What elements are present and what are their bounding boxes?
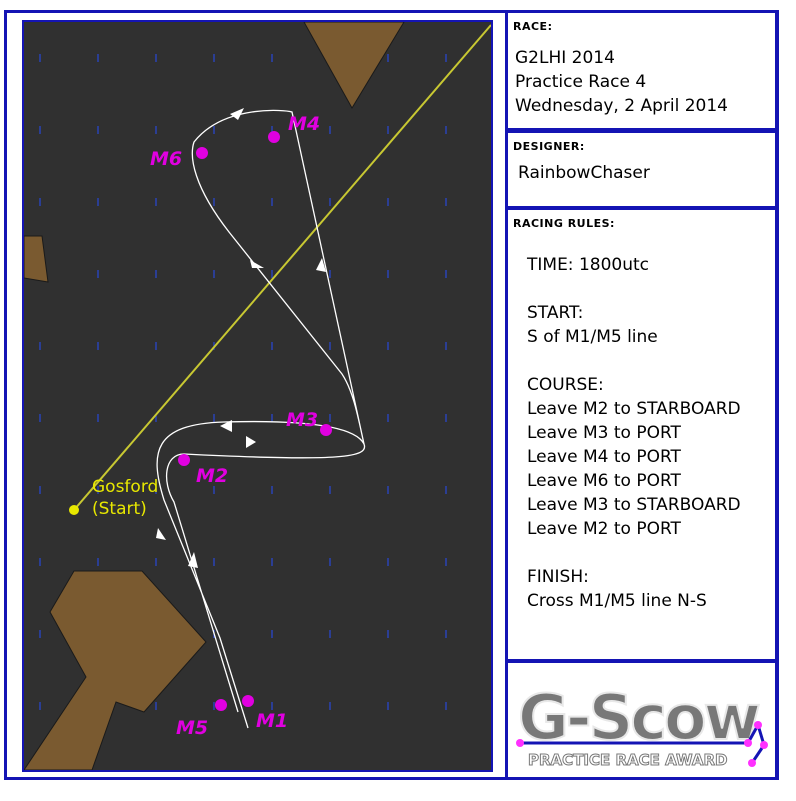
race-details: G2LHI 2014 Practice Race 4 Wednesday, 2 … xyxy=(515,46,728,118)
land-north xyxy=(303,22,405,109)
mark-m2-label: M2 xyxy=(196,465,228,487)
race-date: Wednesday, 2 April 2014 xyxy=(515,96,728,116)
award-panel: G-Scow PRACTICE RACE AWARD xyxy=(505,660,778,780)
race-map[interactable]: Gosford (Start) M1 M2 M3 M4 M5 M6 xyxy=(22,20,493,772)
mark-m3[interactable]: M3 xyxy=(286,409,332,436)
start-line xyxy=(73,24,491,511)
rules-course-step: Leave M2 to PORT xyxy=(527,519,681,539)
rules-heading: RACING RULES: xyxy=(513,217,615,230)
land-west xyxy=(24,235,49,283)
rules-time: TIME: 1800utc xyxy=(527,255,649,275)
mark-m1-label: M1 xyxy=(256,710,288,732)
mark-m1[interactable]: M1 xyxy=(242,695,288,732)
race-heading: RACE: xyxy=(513,20,553,33)
designer-heading: DESIGNER: xyxy=(513,140,585,153)
rules-course-step: Leave M3 to PORT xyxy=(527,423,681,443)
rules-start-text: S of M1/M5 line xyxy=(527,327,658,347)
mark-m4[interactable]: M4 xyxy=(268,113,320,143)
rules-course-title: COURSE: xyxy=(527,375,604,395)
award-subtitle: PRACTICE RACE AWARD xyxy=(528,751,728,769)
mark-m5-label: M5 xyxy=(176,717,208,739)
mark-m5-dot[interactable] xyxy=(215,699,227,711)
mark-m2[interactable]: M2 xyxy=(178,454,228,487)
mark-m4-label: M4 xyxy=(288,113,320,135)
gscow-award-logo: G-Scow PRACTICE RACE AWARD xyxy=(516,680,768,770)
start-place-name: Gosford xyxy=(92,477,158,497)
start-place-note: (Start) xyxy=(92,499,147,519)
race-panel: RACE: G2LHI 2014 Practice Race 4 Wednesd… xyxy=(505,10,778,131)
route-direction-arrows xyxy=(156,108,326,568)
race-route xyxy=(156,420,366,729)
racing-rules-panel: RACING RULES: TIME: 1800utc START: S of … xyxy=(505,207,778,662)
rules-course-step: Leave M6 to PORT xyxy=(527,471,681,491)
race-route-north-leg xyxy=(191,109,365,445)
mark-m5[interactable]: M5 xyxy=(176,699,227,739)
mark-m6-label: M6 xyxy=(150,148,182,170)
rules-course-step: Leave M2 to STARBOARD xyxy=(527,399,741,419)
rules-course-step: Leave M3 to STARBOARD xyxy=(527,495,741,515)
mark-m3-dot[interactable] xyxy=(320,424,332,436)
designer-name: RainbowChaser xyxy=(518,163,650,183)
rules-course-step: Leave M4 to PORT xyxy=(527,447,681,467)
rules-finish-title: FINISH: xyxy=(527,567,589,587)
mark-m3-label: M3 xyxy=(286,409,318,431)
mark-m2-dot[interactable] xyxy=(178,454,190,466)
wind-arrows xyxy=(39,54,447,710)
start-place-dot xyxy=(69,505,79,515)
land-southwest xyxy=(24,570,207,770)
race-map-canvas: Gosford (Start) M1 M2 M3 M4 M5 M6 xyxy=(24,22,491,770)
rules-body: TIME: 1800utc START: S of M1/M5 line COU… xyxy=(527,253,741,613)
rules-finish-text: Cross M1/M5 line N-S xyxy=(527,591,707,611)
race-number: Practice Race 4 xyxy=(515,72,647,92)
mark-m4-dot[interactable] xyxy=(268,131,280,143)
mark-m6[interactable]: M6 xyxy=(150,147,208,170)
race-name: G2LHI 2014 xyxy=(515,48,615,68)
rules-start-title: START: xyxy=(527,303,584,323)
mark-m6-dot[interactable] xyxy=(196,147,208,159)
designer-panel: DESIGNER: RainbowChaser xyxy=(505,130,778,209)
mark-m1-dot[interactable] xyxy=(242,695,254,707)
